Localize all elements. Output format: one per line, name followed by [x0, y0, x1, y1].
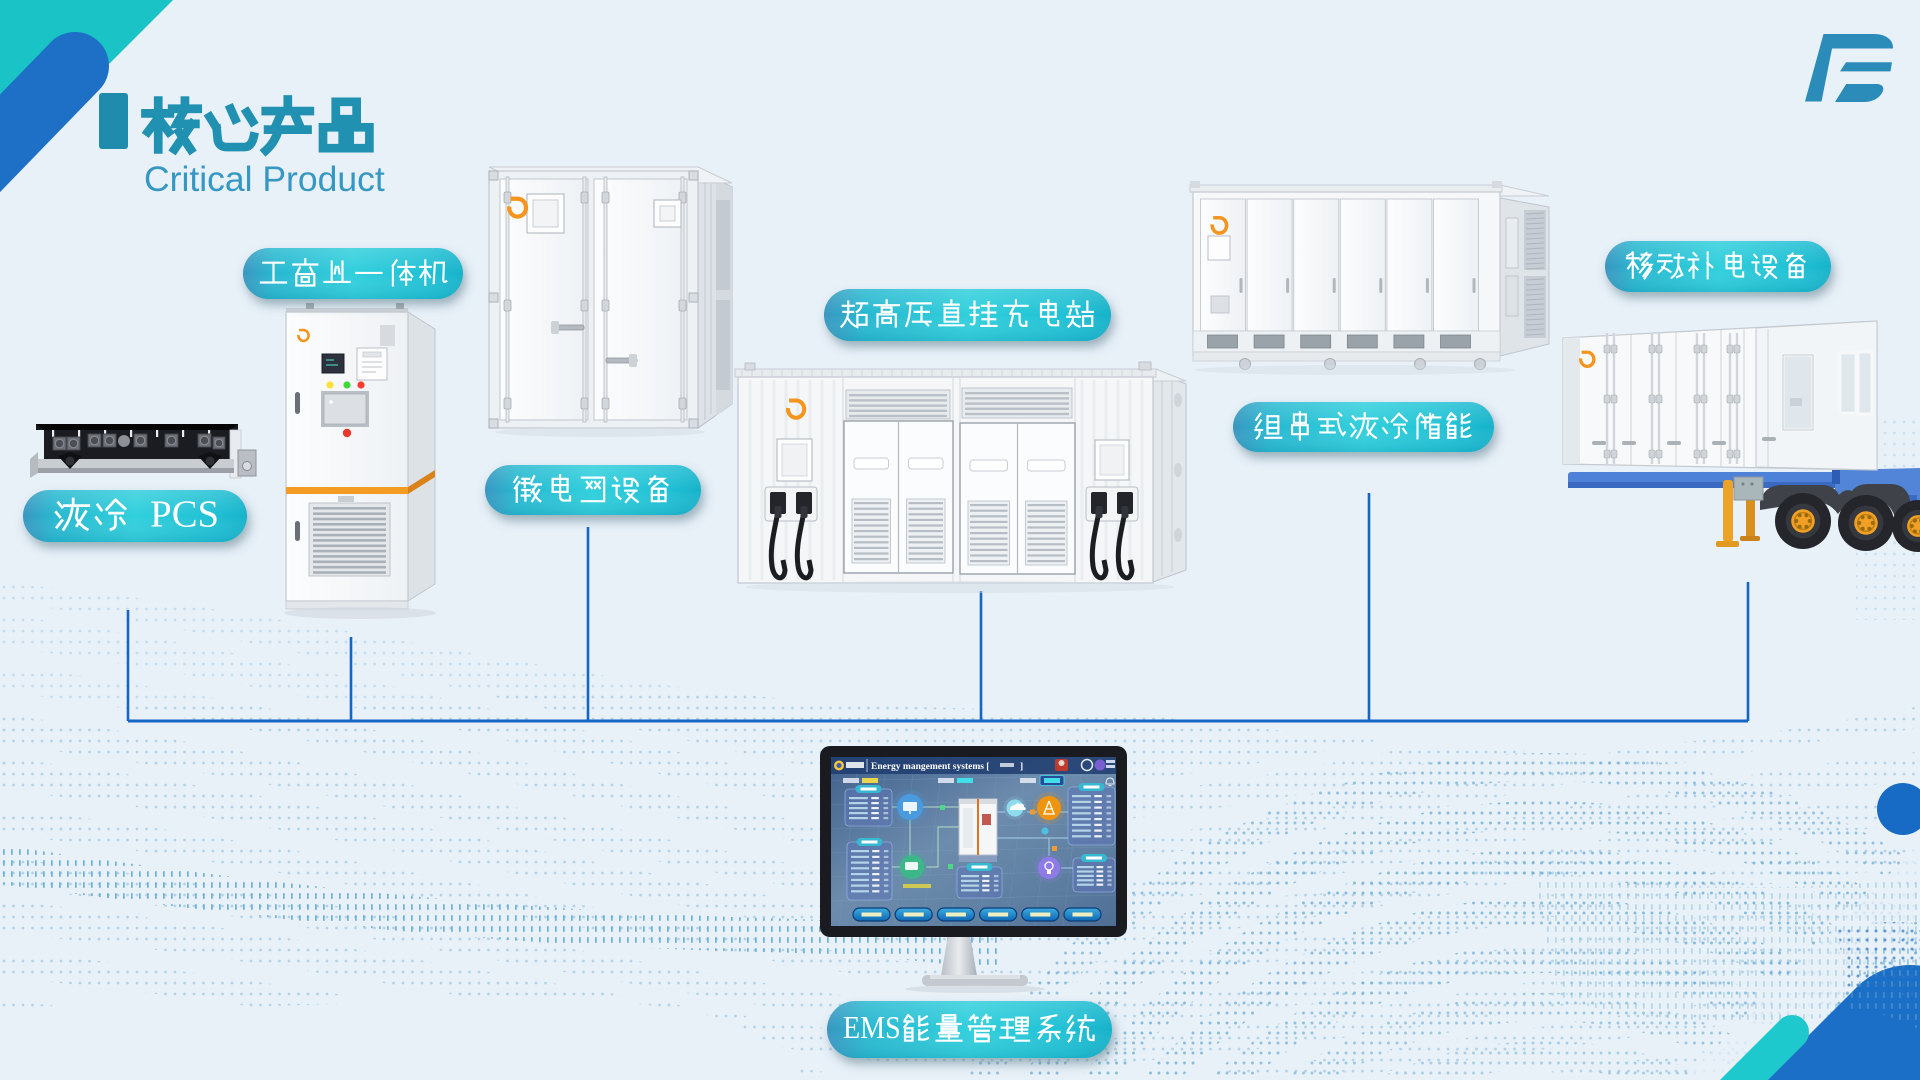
svg-text:PCS: PCS [150, 493, 219, 535]
svg-text:Energy mangement systems [: Energy mangement systems [ [871, 762, 989, 772]
svg-text:EMS: EMS [843, 1010, 901, 1045]
svg-text:Critical Product: Critical Product [144, 159, 385, 199]
svg-text:]: ] [1020, 762, 1023, 772]
